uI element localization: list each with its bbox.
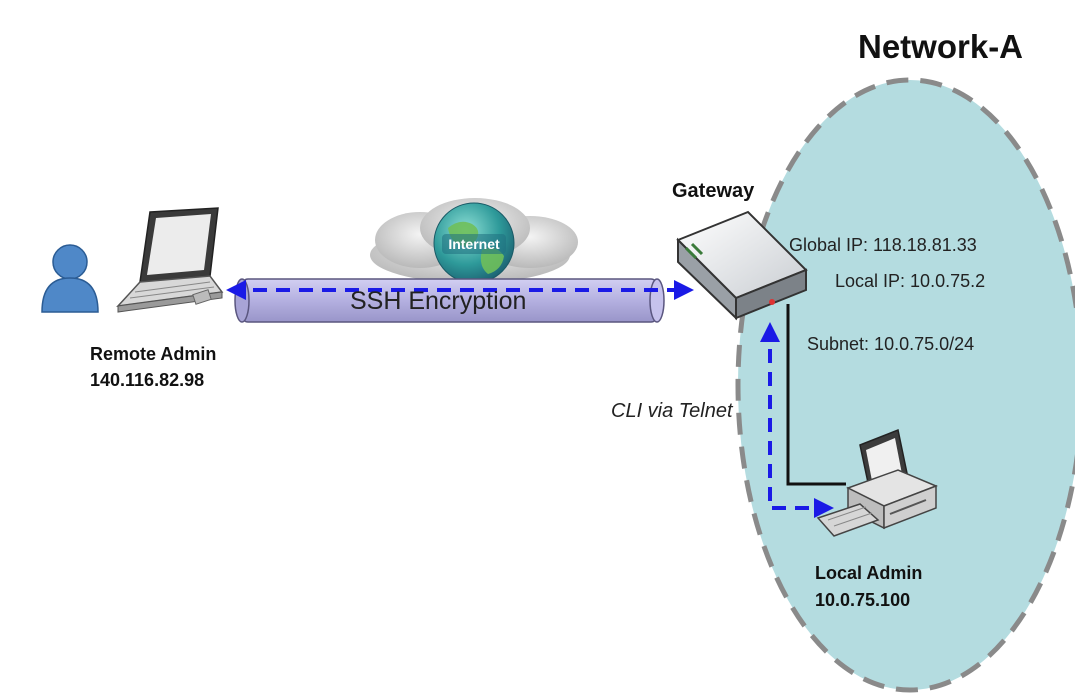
laptop-icon — [116, 207, 224, 313]
gateway-device-icon — [676, 210, 808, 321]
desktop-computer-icon — [816, 428, 939, 537]
gateway-local-ip: Local IP: 10.0.75.2 — [835, 271, 986, 291]
gateway-global-ip: Global IP: 118.18.81.33 — [789, 235, 977, 255]
ssh-encryption-label: SSH Encryption — [350, 287, 527, 315]
gateway-title: Gateway — [672, 180, 755, 202]
remote-admin-name: Remote Admin — [90, 344, 217, 364]
local-admin-name: Local Admin — [815, 563, 923, 583]
remote-admin-ip: 140.116.82.98 — [90, 370, 205, 390]
cli-telnet-label: CLI via Telnet — [611, 400, 733, 422]
user-icon — [41, 244, 99, 313]
local-admin-ip: 10.0.75.100 — [815, 590, 911, 610]
globe-icon: Internet — [433, 202, 515, 284]
internet-label: Internet — [448, 236, 500, 252]
gateway-subnet: Subnet: 10.0.75.0/24 — [807, 334, 975, 354]
network-zone — [735, 77, 1075, 693]
network-title: Network-A — [858, 28, 1024, 65]
